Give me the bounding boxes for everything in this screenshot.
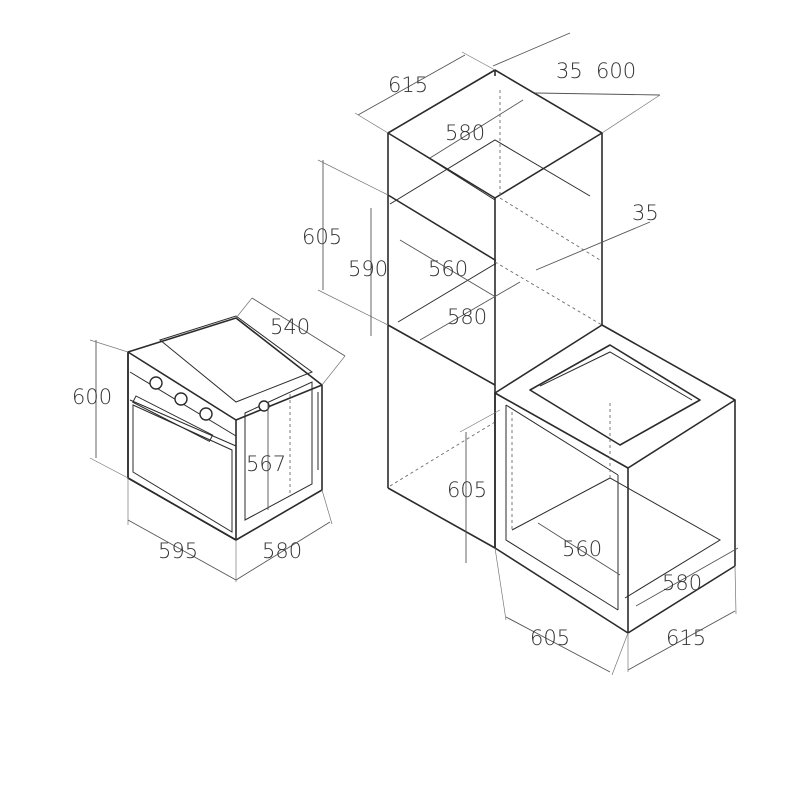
tall-niche-width-label: 560 bbox=[428, 257, 468, 281]
tall-top-width-label: 600 bbox=[596, 59, 636, 83]
tall-shelf-depth-lower-label: 580 bbox=[447, 305, 487, 329]
hinge-icon bbox=[258, 400, 270, 412]
tall-niche-inner-height-label: 590 bbox=[348, 257, 388, 281]
base-cabinet-drawing bbox=[494, 324, 736, 634]
oven-dimensions bbox=[89, 297, 346, 582]
base-cabinet-dimensions bbox=[459, 409, 739, 676]
base-depth-label: 580 bbox=[662, 571, 702, 595]
tall-top-clearance-label: 35 bbox=[556, 59, 583, 83]
oven-height-label: 600 bbox=[72, 385, 112, 409]
knob-icon bbox=[199, 407, 213, 421]
oven-width-label: 595 bbox=[158, 539, 198, 563]
base-outer-depth-label: 615 bbox=[666, 626, 706, 650]
knob-icon bbox=[149, 376, 163, 390]
base-niche-width-label: 560 bbox=[562, 537, 602, 561]
oven-drawing bbox=[127, 315, 323, 541]
knob-icon bbox=[174, 392, 188, 406]
oven-depth-label: 540 bbox=[270, 315, 310, 339]
tall-shelf-depth-upper-label: 580 bbox=[445, 121, 485, 145]
base-width-label: 605 bbox=[530, 626, 570, 650]
tall-back-gap-label: 35 bbox=[632, 201, 659, 225]
tall-cabinet-dimensions bbox=[317, 32, 661, 341]
oven-body-depth-label: 580 bbox=[262, 539, 302, 563]
tall-top-depth-label: 615 bbox=[388, 73, 428, 97]
tall-niche-height-label: 605 bbox=[302, 225, 342, 249]
base-niche-height-label: 605 bbox=[447, 478, 487, 502]
oven-inner-height-label: 567 bbox=[246, 452, 286, 476]
